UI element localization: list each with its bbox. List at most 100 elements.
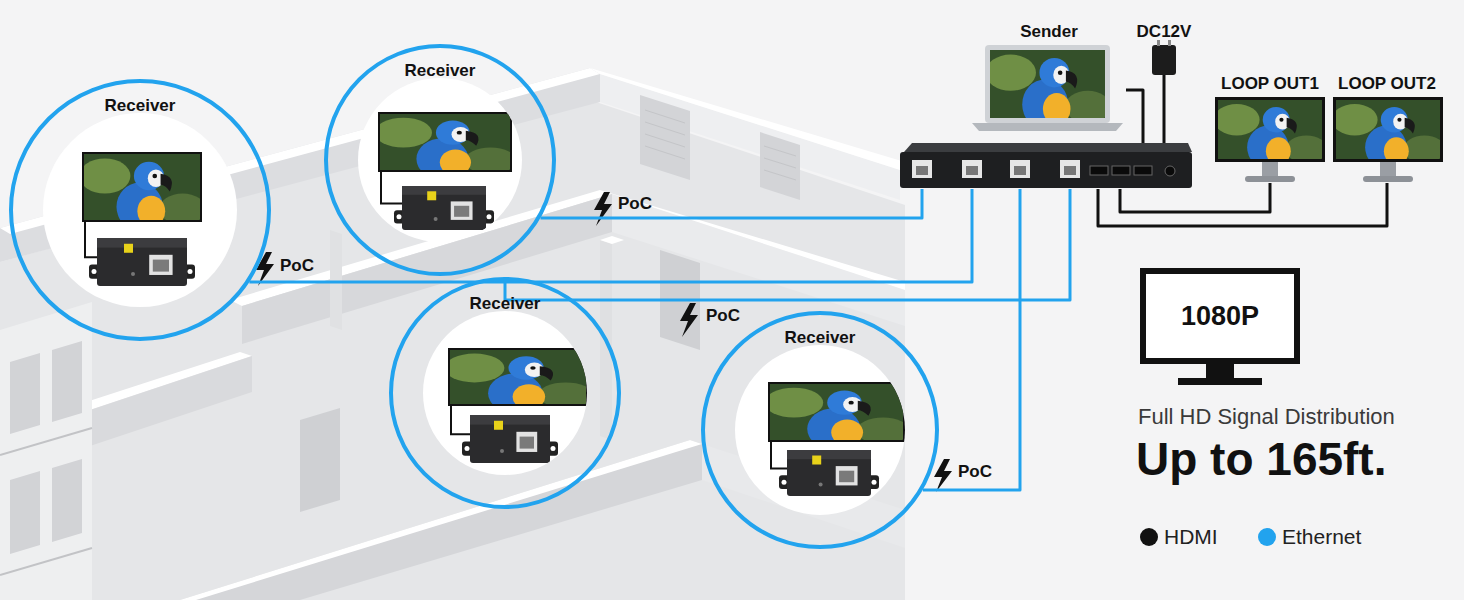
illustration-rect — [427, 191, 436, 200]
illustration-rect — [520, 437, 534, 449]
headline-text-holder: Up to 165ft. — [1136, 432, 1386, 486]
illustration-circle — [131, 272, 135, 276]
illustration-path — [1405, 118, 1415, 134]
illustration-path — [540, 366, 553, 380]
illustration-ellipse — [1214, 104, 1260, 135]
node-label: Receiver — [328, 61, 552, 81]
illustration-circle — [530, 366, 535, 370]
illustration-ellipse — [1065, 91, 1111, 123]
edge-label: PoC — [618, 194, 652, 214]
hdmi-cable — [1120, 183, 1270, 212]
hdmi-cable — [1126, 90, 1143, 143]
illustration-circle — [848, 401, 853, 405]
illustration-rect — [1090, 166, 1108, 175]
illustration-path — [934, 459, 952, 492]
subtitle-text-holder: Full HD Signal Distribution — [1138, 404, 1395, 430]
illustration-line — [645, 122, 685, 135]
illustration-line — [764, 170, 796, 180]
illustration-rect — [153, 260, 169, 272]
illustration-rect — [470, 415, 550, 463]
node-label: Receiver — [705, 328, 935, 348]
illustration-rect — [1134, 166, 1152, 175]
illustration-circle — [92, 269, 97, 274]
illustration-ellipse — [440, 149, 471, 175]
illustration-circle — [500, 449, 504, 453]
edge-label: PoC — [958, 462, 992, 482]
illustration-ellipse — [831, 419, 863, 445]
illustration-path — [858, 401, 871, 416]
illustration-rect — [836, 466, 858, 485]
illustration-path — [381, 172, 402, 204]
illustration-rect — [494, 421, 503, 430]
node-label: DC12V — [1129, 22, 1199, 42]
illustration-polygon — [180, 440, 702, 600]
ethernet-cable — [249, 189, 972, 282]
illustration-ellipse — [538, 382, 592, 407]
illustration-polygon — [330, 230, 342, 330]
illustration-polygon — [600, 190, 905, 290]
illustration-rect — [787, 450, 871, 496]
illustration-circle — [487, 214, 492, 219]
illustration-rect — [1363, 176, 1413, 182]
illustration-ellipse — [985, 55, 1036, 91]
illustration-svg — [79, 154, 205, 231]
illustration-rect — [149, 255, 172, 275]
illustration-rect — [1206, 364, 1234, 378]
hdmi-cable — [1163, 80, 1166, 143]
illustration-rect — [402, 186, 486, 195]
illustration-rect — [97, 238, 187, 248]
illustration-line — [0, 548, 92, 575]
illustration-circle — [1165, 166, 1175, 176]
illustration-circle — [1397, 118, 1401, 122]
legend-swatch — [1258, 528, 1276, 546]
illustration-circle — [819, 483, 823, 487]
node-label: Receiver — [13, 96, 267, 116]
illustration-polygon — [180, 440, 702, 600]
illustration-rect — [470, 415, 550, 425]
illustration-circle — [152, 174, 157, 178]
illustration-rect — [1112, 166, 1130, 175]
illustration-rect — [962, 160, 982, 178]
illustration-path — [1066, 70, 1077, 88]
illustration-path — [466, 131, 479, 146]
illustration-path — [680, 303, 698, 337]
node-label: LOOP OUT2 — [1325, 74, 1449, 94]
illustration-rect — [516, 432, 537, 452]
illustration-polygon — [590, 68, 905, 170]
illustration-rect — [966, 166, 978, 175]
illustration-circle — [188, 269, 193, 274]
illustration-circle — [827, 391, 862, 415]
illustration-path — [85, 222, 97, 257]
illustration-rect — [97, 238, 187, 286]
receiver-circle: Receiver — [701, 311, 939, 549]
power-adapter: DC12V — [1129, 20, 1199, 80]
illustration-rect — [900, 152, 1192, 188]
illustration-ellipse — [1266, 137, 1291, 165]
illustration-g — [912, 160, 1175, 178]
ethernet-cable — [505, 189, 1070, 300]
illustration-rect — [1152, 45, 1176, 75]
illustration-svg — [1214, 100, 1327, 169]
illustration-rect — [451, 201, 473, 219]
illustration-g — [765, 382, 910, 496]
illustration-line — [645, 146, 685, 159]
illustration-ellipse — [465, 148, 517, 174]
illustration-circle — [1058, 70, 1063, 75]
edge-label: PoC — [280, 256, 314, 276]
illustration-circle — [1263, 107, 1290, 133]
illustration-circle — [508, 356, 543, 379]
node-label: Receiver — [393, 294, 617, 314]
illustration-polygon — [600, 236, 624, 244]
illustration-ellipse — [1043, 93, 1071, 125]
illustration-circle — [465, 446, 470, 451]
illustration-ellipse — [1384, 137, 1409, 165]
illustration-rect — [1060, 160, 1080, 178]
hdmi-cable — [1098, 183, 1387, 226]
loop-monitor: LOOP OUT1 — [1205, 72, 1335, 183]
illustration-circle — [457, 131, 462, 135]
illustration-ellipse — [159, 194, 205, 225]
illustration-rect — [1262, 162, 1278, 176]
illustration-g — [645, 110, 796, 180]
illustration-circle — [782, 480, 787, 485]
receiver-circle: Receiver — [324, 44, 556, 276]
